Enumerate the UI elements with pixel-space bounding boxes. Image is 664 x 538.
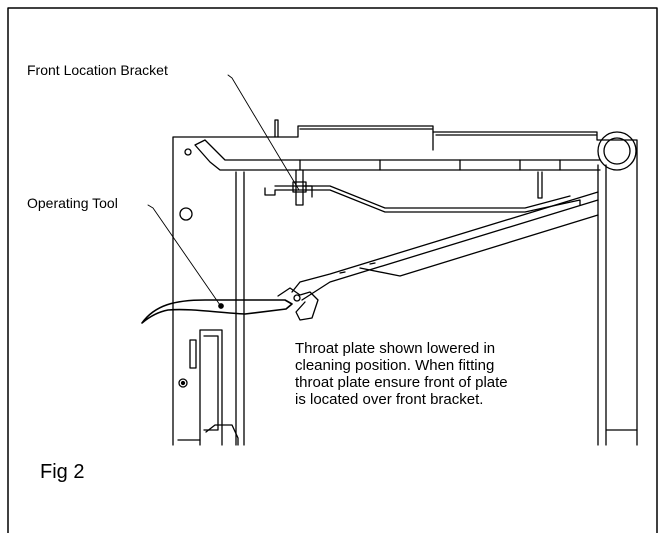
front-location-bracket-tab [302,185,313,198]
throat-plate-under-face [359,214,599,277]
side-hole [184,148,192,156]
label-front-location-bracket: Front Location Bracket [27,62,168,78]
latch-screw [178,378,188,388]
latch-housing [199,329,223,446]
latch-side-slot [189,339,197,369]
throat-plate-lower-edge [301,199,599,301]
label-operating-tool: Operating Tool [27,195,118,211]
leader-operating-tool [147,204,221,306]
note-line-4: is located over front bracket. [295,391,483,408]
hanger-bar-lower [274,185,571,209]
leader-front-location-bracket [227,74,300,191]
right-side-wall [597,164,638,446]
latch-screw-center [180,380,186,386]
operating-tool [141,299,293,324]
throat-plate-ribs [339,262,376,274]
front-location-bracket [292,169,307,206]
top-rail-ticks [299,159,561,171]
hanger-bar [264,187,581,213]
throat-plate-upper-edge [291,191,599,293]
latch-base [177,424,239,446]
cabinet-top-panel-lines [299,128,597,151]
note-line-2: cleaning position. When fitting [295,357,494,374]
note-line-1: Throat plate shown lowered in [295,340,495,357]
side-hole-large [179,207,193,221]
outer-frame [7,7,658,534]
right-hook [537,171,543,199]
top-rail [194,139,601,171]
plate-front-catch [277,287,319,321]
cabinet-top-edge [172,125,638,446]
roller-inner [603,137,631,165]
note-line-3: throat plate ensure front of plate [295,374,508,391]
catch-pin [293,294,301,302]
roller-outer [597,131,637,171]
left-side-wall [235,171,245,446]
rear-post [274,119,279,138]
figure-label: Fig 2 [40,461,84,483]
